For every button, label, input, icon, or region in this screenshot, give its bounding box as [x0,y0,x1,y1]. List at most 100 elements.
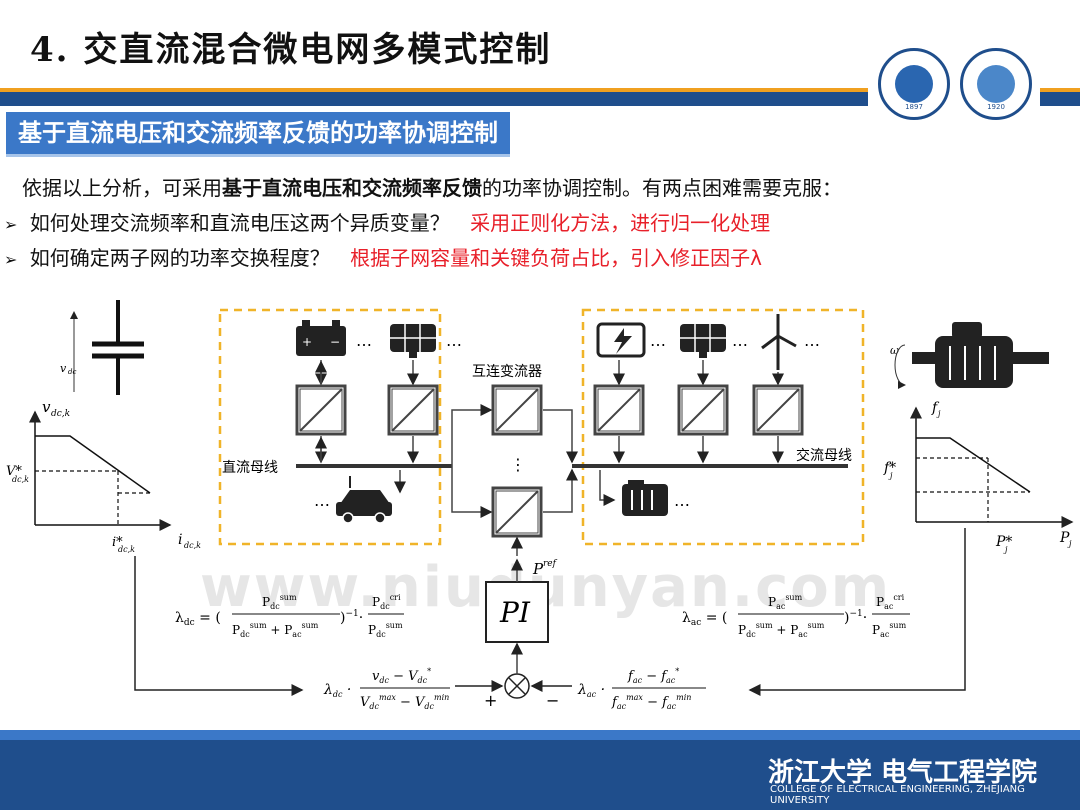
svg-text:λac ·: λac · [577,682,605,699]
dcdc-converter-2 [387,384,439,436]
svg-text:−: − [330,335,340,349]
ac-subgrid-box [581,308,865,546]
header-stripe-blue-right [1040,92,1080,106]
svg-text:i*: i* [112,535,123,550]
svg-text:+: + [484,691,497,710]
interlink-converter-1 [491,384,543,436]
svg-text:v: v [42,398,51,416]
pi-controller-block [485,581,549,643]
svg-text:…: … [446,331,462,350]
svg-text:Pdcsum: Pdcsum [262,593,297,611]
footer-school-name: 浙江大学 电气工程学院 [768,758,1038,788]
wind-turbine-icon [761,314,797,370]
capacitor-icon [92,300,144,395]
footer-stripe [0,730,1080,740]
svg-text:Pacsum: Pacsum [872,621,907,639]
svg-text:P: P [532,560,544,578]
svg-text:+: + [302,335,312,349]
dcac-converter-2 [677,384,729,436]
dcac-converter-3 [752,384,804,436]
svg-text:直流母线: 直流母线 [222,459,278,476]
svg-text:vdc − Vdc*: vdc − Vdc* [372,667,431,685]
svg-text:Pdcsum + Pacsum: Pdcsum + Pacsum [738,621,825,639]
svg-text:v: v [60,362,67,375]
svg-text:j: j [888,471,893,480]
solar-panel-ac-icon [680,324,726,358]
svg-text:dc,k: dc,k [12,475,29,484]
svg-text:)−1·: )−1· [340,609,363,626]
svg-text:Pacsum: Pacsum [768,593,803,611]
svg-text:j: j [1067,539,1072,548]
svg-text:λac = (: λac = ( [682,610,727,628]
svg-text:facmax − facmin: facmax − facmin [611,693,691,711]
page-title: 4. 交直流混合微电网多模式控制 [30,30,552,70]
synchronous-machine-icon [912,322,1049,388]
svg-text:Paccri: Paccri [876,593,905,611]
dc-error-term: λdc · vdc − Vdc* Vdcmax − Vdcmin [323,667,450,711]
svg-text:…: … [314,491,330,510]
svg-text:V*: V* [6,464,22,479]
svg-text:…: … [804,331,820,350]
header-stripe-blue [0,92,868,106]
bullet-1: ➢ 如何处理交流频率和直流电压这两个异质变量？ 采用正则化方法，进行归一化处理 [4,211,771,235]
svg-text:PI: PI [499,596,531,629]
dc-droop-curve [35,435,151,494]
lambda-dc-formula: λdc = ( Pdcsum Pdcsum + Pacsum )−1· Pdcc… [175,593,404,639]
solar-panel-icon [390,324,436,358]
svg-text:P: P [1059,530,1070,546]
svg-text:dc,k: dc,k [51,409,70,419]
svg-text:j: j [936,409,941,418]
ac-motor-load-icon [622,480,668,516]
ac-droop-curve [916,437,1031,493]
footer-bar [0,740,1080,810]
ac-error-term: λac · fac − fac* facmax − facmin [577,667,706,711]
svg-text:λdc = (: λdc = ( [175,610,221,628]
svg-text:Vdcmax − Vdcmin: Vdcmax − Vdcmin [360,693,449,711]
svg-text:λdc ·: λdc · [323,682,351,699]
dcac-converter-1 [593,384,645,436]
svg-text:P*: P* [995,534,1012,550]
intro-text: 依据以上分析，可采用基于直流电压和交流频率反馈的功率协调控制。有两点困难需要克服… [22,176,842,200]
dc-feedback-line [134,556,304,696]
ac-feedback-line [748,528,966,696]
dcdc-converter-1 [295,384,347,436]
svg-text:…: … [356,331,372,350]
svg-text:j: j [1003,545,1008,554]
svg-text:−: − [546,691,559,710]
generator-engine-icon [596,322,646,358]
microgrid-control-diagram: v dc v dc,k V* dc,k i* dc,k i dc,k + − …… [6,300,1074,711]
footer-english-name: COLLEGE OF ELECTRICAL ENGINEERING, ZHEJI… [770,784,1025,806]
svg-text:ω: ω [890,344,899,357]
college-logo: 1920 [960,48,1032,120]
svg-text:dc,k: dc,k [118,545,135,554]
svg-text:⋮: ⋮ [510,455,526,474]
svg-text:Pdccri: Pdccri [372,593,401,611]
bullet-2: ➢ 如何确定两子网的功率交换程度？ 根据子网容量和关键负荷占比，引入修正因子λ [4,246,762,270]
svg-text:…: … [650,331,666,350]
svg-text:互连变流器: 互连变流器 [472,364,542,380]
svg-text:i: i [178,532,182,548]
svg-text:ref: ref [543,559,558,569]
interlink-converter-2 [491,486,543,538]
battery-icon: + − [296,320,346,356]
dc-subgrid-box [218,308,442,546]
svg-text:)−1·: )−1· [844,609,867,626]
svg-text:fac − fac*: fac − fac* [627,667,679,685]
svg-text:dc,k: dc,k [184,541,201,550]
arrow-bullet-icon: ➢ [4,250,18,269]
svg-text:f*: f* [883,460,896,476]
svg-text:dc: dc [68,368,76,376]
svg-text:…: … [732,331,748,350]
svg-text:Pdcsum: Pdcsum [368,621,403,639]
arrow-bullet-icon: ➢ [4,215,18,234]
section-subtitle: 基于直流电压和交流频率反馈的功率协调控制 [6,112,510,157]
lambda-ac-formula: λac = ( Pacsum Pdcsum + Pacsum )−1· Pacc… [682,593,910,639]
header-stripe-orange-right [1040,88,1080,92]
svg-text:f: f [931,400,940,416]
svg-text:Pdcsum + Pacsum: Pdcsum + Pacsum [232,621,319,639]
zju-logo: 1897 [878,48,950,120]
svg-text:…: … [674,491,690,510]
svg-text:交流母线: 交流母线 [796,447,852,464]
header-stripe-orange [0,88,868,92]
electric-vehicle-icon [336,476,392,524]
